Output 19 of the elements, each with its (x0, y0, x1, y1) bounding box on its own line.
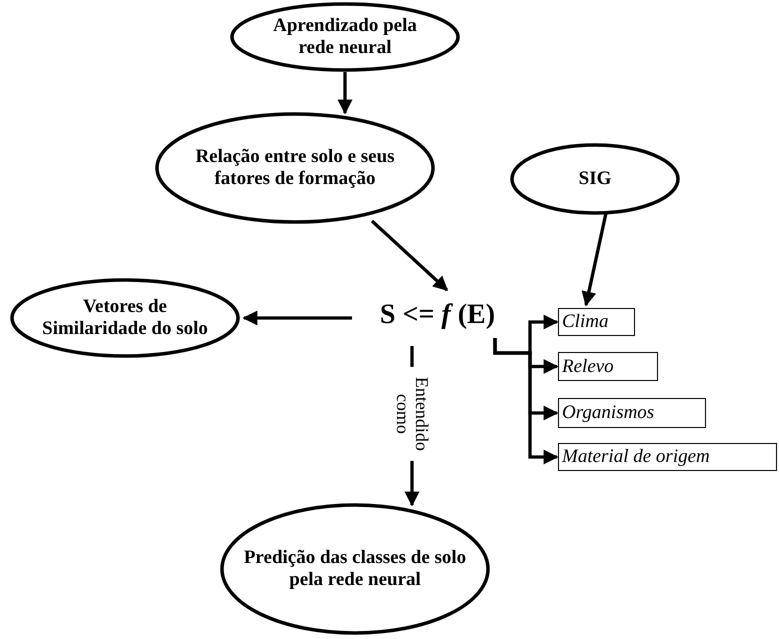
term-box (558, 443, 777, 471)
arrow (493, 338, 558, 464)
term-box (558, 352, 658, 381)
node-label: Aprendizado pela rede neural (272, 15, 418, 59)
arrow (338, 72, 352, 114)
term-box (558, 308, 635, 336)
node-label: Relação entre solo e seus fatores de formação (194, 146, 396, 190)
arrow (242, 310, 352, 326)
term-label: Material de origem (562, 446, 710, 468)
arrow (582, 212, 608, 306)
term-label: Organismos (562, 402, 654, 424)
node-label: SIG (578, 168, 612, 190)
formula: S <= f (E) (380, 298, 496, 332)
node-label: Predição das classes de solo pela rede neural (242, 547, 468, 591)
term-label: Clima (562, 311, 608, 333)
node-label: Vetores de Similaridade do solo (41, 296, 209, 340)
arrow (370, 220, 448, 292)
term-box (558, 398, 706, 428)
term-label: Relevo (562, 356, 614, 378)
